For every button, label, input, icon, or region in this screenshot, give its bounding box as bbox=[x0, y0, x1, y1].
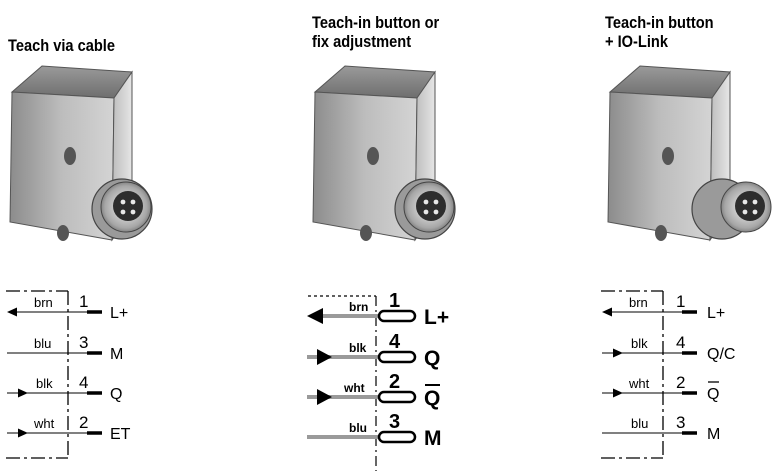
column-title-teach-button-iolink: Teach-in button + IO-Link bbox=[605, 13, 714, 51]
pin-socket bbox=[377, 350, 417, 364]
wire-color-label: blu bbox=[631, 416, 648, 431]
wire-color-label: blk bbox=[349, 341, 367, 355]
wire-row-2: blk 4 Q/C bbox=[602, 333, 735, 363]
wiring-diagram-teach-button-iolink: brn 1 L+ blk 4 Q/C wht 2 Q blu 3 M bbox=[601, 290, 735, 459]
signal-label: ET bbox=[110, 426, 131, 443]
wire-color-label: wht bbox=[33, 416, 55, 431]
pin-socket bbox=[377, 309, 417, 323]
diagram-border bbox=[601, 290, 664, 459]
diagram-border bbox=[308, 295, 377, 471]
wire-color-label: wht bbox=[343, 381, 365, 395]
arrow-out-icon bbox=[602, 307, 612, 317]
signal-label: Q bbox=[424, 387, 440, 410]
wire-row-4: blu 3 M bbox=[602, 413, 720, 443]
wire-color-label: brn bbox=[34, 295, 53, 310]
wire-row-1: brn 1 L+ bbox=[7, 292, 128, 322]
wire-color-label: blk bbox=[36, 376, 53, 391]
wiring-diagram-teach-via-cable: brn 1 L+ blu 3 M blk 4 Q wht 2 ET bbox=[6, 290, 131, 459]
wire-color-label: blu bbox=[34, 336, 51, 351]
wire-row-4: blu 3 M bbox=[307, 411, 442, 450]
diagram-border bbox=[6, 290, 69, 459]
sensor-device-illustration bbox=[312, 65, 456, 242]
pin-number: 4 bbox=[676, 333, 685, 352]
arrow-in-icon bbox=[317, 349, 332, 365]
pin-number: 2 bbox=[389, 371, 400, 393]
wire-color-label: brn bbox=[629, 295, 648, 310]
signal-label: M bbox=[707, 426, 720, 443]
pin-number: 2 bbox=[79, 413, 88, 432]
pin-number: 3 bbox=[389, 411, 400, 433]
pin-socket bbox=[377, 390, 417, 404]
title-line: Teach-in button bbox=[605, 13, 714, 32]
arrow-in-icon bbox=[317, 389, 332, 405]
pin-number: 4 bbox=[389, 331, 401, 353]
wire-row-3: wht 2 Q bbox=[602, 373, 719, 403]
pin-number: 3 bbox=[676, 413, 685, 432]
signal-label: M bbox=[110, 346, 123, 363]
signal-label: Q/C bbox=[707, 346, 735, 363]
arrow-out-icon bbox=[307, 308, 323, 324]
wire-row-3: blk 4 Q bbox=[7, 373, 122, 403]
sensor-device-illustration bbox=[9, 65, 153, 242]
wire-color-label: blu bbox=[349, 421, 367, 435]
title-line: fix adjustment bbox=[312, 32, 412, 51]
wire-color-label: brn bbox=[349, 300, 368, 314]
title-line: Teach via cable bbox=[8, 36, 116, 55]
pin-number: 3 bbox=[79, 333, 88, 352]
wire-row-1: brn 1 L+ bbox=[307, 290, 449, 329]
wire-row-4: wht 2 ET bbox=[7, 413, 131, 443]
title-line: + IO-Link bbox=[605, 32, 668, 51]
wire-row-2: blk 4 Q bbox=[307, 331, 440, 370]
signal-label: Q bbox=[110, 386, 122, 403]
wire-row-2: blu 3 M bbox=[7, 333, 123, 363]
wire-color-label: blk bbox=[631, 336, 648, 351]
arrow-in-icon bbox=[613, 388, 623, 398]
signal-label: Q bbox=[424, 347, 440, 370]
arrow-in-icon bbox=[613, 348, 623, 358]
column-title-teach-button-fix: Teach-in button or fix adjustment bbox=[312, 13, 439, 51]
signal-label: L+ bbox=[424, 306, 449, 329]
pin-number: 1 bbox=[79, 292, 88, 311]
signal-label: L+ bbox=[707, 305, 725, 322]
title-line: Teach-in button or bbox=[312, 13, 440, 32]
signal-label: M bbox=[424, 427, 442, 450]
sensor-device-illustration bbox=[607, 65, 772, 242]
pin-number: 1 bbox=[676, 292, 685, 311]
pin-number: 4 bbox=[79, 373, 88, 392]
pin-socket bbox=[377, 430, 417, 444]
wire-color-label: wht bbox=[628, 376, 650, 391]
arrow-in-icon bbox=[18, 388, 28, 398]
column-title-teach-via-cable: Teach via cable bbox=[8, 36, 115, 55]
pin-number: 1 bbox=[389, 290, 400, 312]
wiring-diagram-teach-button-fix: brn 1 L+ blk 4 Q wht 2 Q blu 3 M bbox=[307, 290, 449, 471]
wire-row-1: brn 1 L+ bbox=[602, 292, 725, 322]
arrow-out-icon bbox=[7, 307, 17, 317]
pin-number: 2 bbox=[676, 373, 685, 392]
signal-label: L+ bbox=[110, 305, 128, 322]
wire-row-3: wht 2 Q bbox=[307, 371, 440, 410]
signal-label: Q bbox=[707, 386, 719, 403]
arrow-in-icon bbox=[18, 428, 28, 438]
